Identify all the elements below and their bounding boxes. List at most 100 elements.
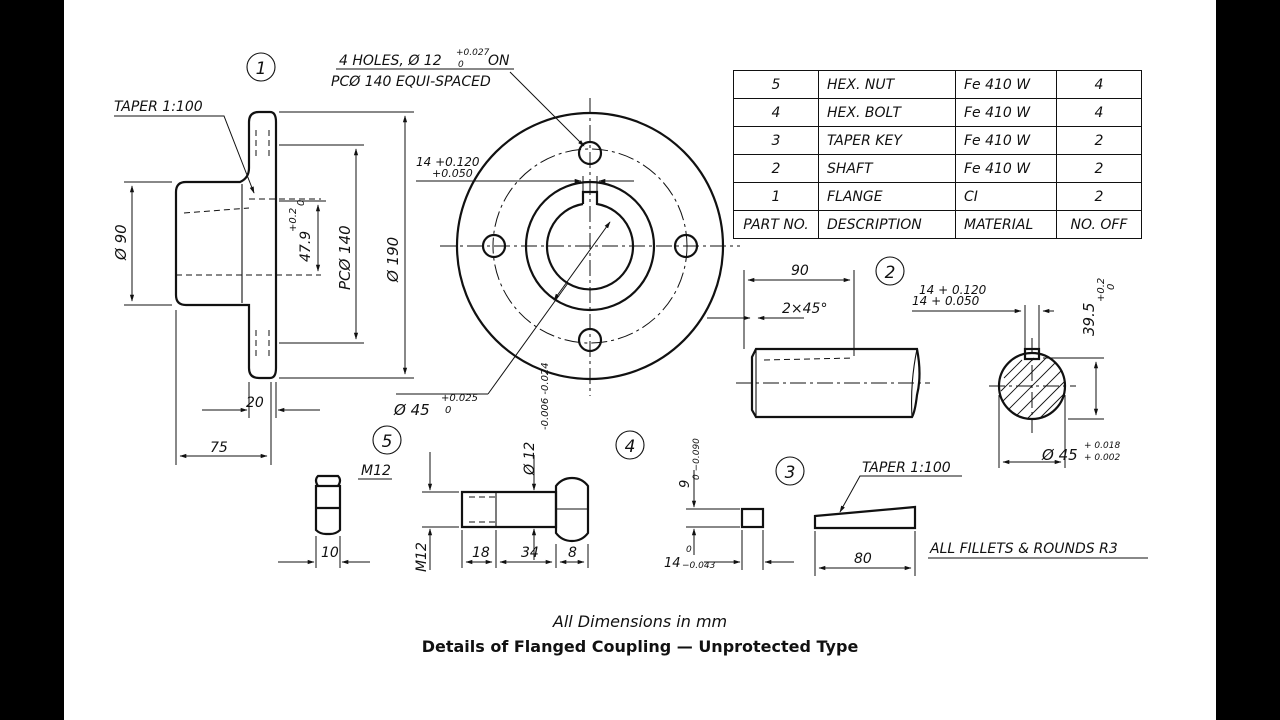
quantity-cell: 4 (1056, 98, 1142, 127)
part4-balloon (615, 430, 645, 460)
table-row: 4 HEX. BOLT Fe 410 W 4 (733, 98, 1142, 127)
part-no-cell: 2 (733, 154, 819, 183)
dia190-text: Ø 190 (384, 237, 402, 283)
description-cell: HEX. NUT (818, 70, 956, 99)
part-no-cell: 5 (733, 70, 819, 99)
dim20-text: 20 (246, 395, 264, 411)
part4-number: 4 (625, 437, 636, 457)
shaft-key-lower: 14 + 0.050 (912, 294, 980, 308)
description-cell: SHAFT (818, 154, 956, 183)
holes-note-line1: 4 HOLES, Ø 12 (339, 53, 442, 69)
bolt-shank (460, 490, 558, 529)
fillets-note: ALL FILLETS & ROUNDS R3 (929, 541, 1118, 557)
bore-tol-lower: 0 (445, 405, 451, 416)
dim75-text: 75 (210, 440, 228, 456)
header-quantity: NO. OFF (1056, 210, 1142, 239)
table-row: 3 TAPER KEY Fe 410 W 2 (733, 126, 1142, 155)
bolt-thread-text: 18 (472, 545, 490, 561)
material-cell: Fe 410 W (955, 154, 1057, 183)
shaft-view: 2 90 2×45° 14 + 0.120 14 + 0.050 (707, 256, 1120, 468)
engineering-drawing: 1 TAPER 1:100 Ø 90 47.9 +0.2 0 PCØ 140 (112, 48, 1148, 576)
part-no-cell: 3 (733, 126, 819, 155)
bolt-shank-text: 34 (521, 545, 539, 561)
holes-tol-upper: +0.027 (456, 48, 490, 58)
table-row: 1 FLANGE CI 2 (733, 182, 1142, 211)
taper-flange-label: TAPER 1:100 (114, 99, 203, 115)
part-no-cell: 4 (733, 98, 819, 127)
bolt-head-text: 8 (568, 545, 577, 561)
dim39-5-text: 39.5 (1080, 303, 1098, 336)
part5-balloon (372, 425, 402, 455)
material-cell: Fe 410 W (955, 70, 1057, 99)
bore-dia-dimension (553, 221, 611, 301)
hex-bolt-view: Ø 12 -0.006 -0.024 M12 18 34 8 (414, 362, 590, 572)
taper-key-label: TAPER 1:100 (862, 460, 951, 476)
quantity-cell: 2 (1056, 126, 1142, 155)
material-cell: Fe 410 W (955, 98, 1057, 127)
pcd140-text: PCØ 140 (336, 225, 354, 290)
material-cell: Fe 410 W (955, 126, 1057, 155)
key-width-tol-lower: −0.043 (682, 561, 716, 571)
nut-width-text: 10 (321, 545, 339, 561)
bore-tol-upper: +0.025 (441, 393, 478, 404)
bolt-head (554, 476, 590, 543)
bolt-dia-tol: -0.006 -0.024 (540, 362, 551, 430)
shaft-dia-tol-lower: + 0.002 (1084, 453, 1120, 463)
key-height-tol: 0 −0.090 (692, 438, 702, 480)
key-width-text: 14 (664, 556, 681, 571)
shaft-dia-text: Ø 45 (1041, 446, 1078, 464)
dim39-5-tol-lower: 0 (1106, 284, 1117, 290)
flange-outline (174, 110, 278, 380)
header-description: DESCRIPTION (818, 210, 956, 239)
part5-number: 5 (382, 432, 393, 452)
part-no-cell: 1 (733, 182, 819, 211)
shaft-keyway-hidden (763, 357, 855, 361)
holes-note-on: ON (488, 53, 510, 69)
units-caption: All Dimensions in mm (552, 612, 728, 631)
holes-leader (509, 71, 585, 147)
key-height-text: 9 (678, 480, 693, 488)
dia90-text: Ø 90 (112, 224, 130, 261)
key-length-text: 80 (854, 551, 872, 567)
taper-key-leader (839, 475, 962, 513)
description-cell: HEX. BOLT (818, 98, 956, 127)
part3-number: 3 (785, 463, 796, 483)
taper-hidden-line (183, 207, 250, 214)
table-header-row: PART NO. DESCRIPTION MATERIAL NO. OFF (733, 210, 1142, 239)
part2-number: 2 (885, 263, 896, 283)
part1-balloon (246, 52, 276, 82)
quantity-cell: 2 (1056, 182, 1142, 211)
bore-dia-text: Ø 45 (393, 401, 430, 419)
chamfer-text: 2×45° (782, 301, 827, 317)
shaft-dia-tol-upper: + 0.018 (1084, 441, 1120, 451)
keyway-upper-text: 14 +0.120 (416, 155, 480, 169)
description-cell: TAPER KEY (818, 126, 956, 155)
description-cell: FLANGE (818, 182, 956, 211)
shaft-length-text: 90 (791, 263, 809, 279)
key-side-view (813, 505, 917, 530)
nut-outline (314, 474, 342, 536)
part3-balloon (775, 456, 805, 486)
part1-number: 1 (256, 59, 267, 79)
taper-leader (114, 115, 255, 194)
drawing-sheet: 1 TAPER 1:100 Ø 90 47.9 +0.2 0 PCØ 140 (64, 0, 1216, 720)
hex-nut-view: 5 M12 10 (278, 425, 402, 568)
dim47-9-text: 47.9 (298, 231, 314, 262)
flange-front-view: 4 HOLES, Ø 12 +0.027 0 ON PCØ 140 EQUI-S… (331, 48, 740, 419)
drawing-title: Details of Flanged Coupling — Unprotecte… (421, 637, 859, 656)
bolt-dia-text: Ø 12 (522, 442, 538, 476)
dim47-9-tol-upper: +0.2 (288, 208, 299, 232)
holes-note-line2: PCØ 140 EQUI-SPACED (331, 74, 491, 90)
nut-m12-text: M12 (361, 463, 391, 479)
material-cell: CI (955, 182, 1057, 211)
shaft-key-upper: 14 + 0.120 (919, 283, 987, 297)
quantity-cell: 4 (1056, 70, 1142, 99)
quantity-cell: 2 (1056, 154, 1142, 183)
keyway-lower-text: +0.050 (432, 167, 473, 180)
flange-side-view: 1 TAPER 1:100 Ø 90 47.9 +0.2 0 PCØ 140 (112, 52, 414, 465)
dim47-9-tol-lower: 0 (296, 200, 307, 206)
table-row: 2 SHAFT Fe 410 W 2 (733, 154, 1142, 183)
key-width-tol-upper: 0 (686, 545, 692, 555)
part2-balloon (875, 256, 905, 286)
taper-key-views: 4 9 0 −0.090 14 0 −0.043 3 TAPER 1:100 8… (615, 430, 1148, 576)
